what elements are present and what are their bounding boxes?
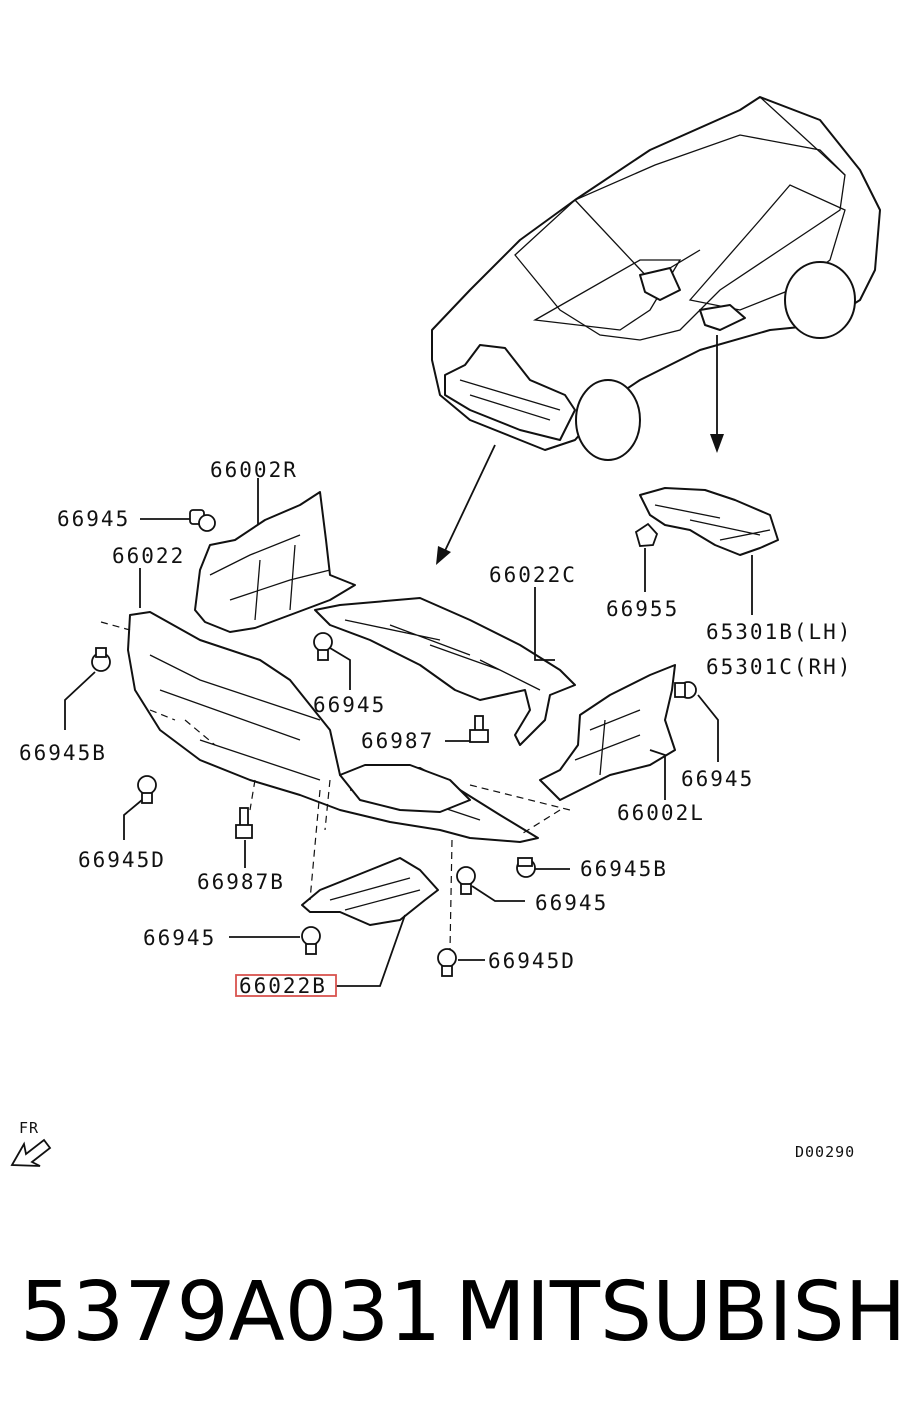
label-66022B: 66022B	[239, 974, 327, 998]
label-66945-b: 66945	[313, 693, 386, 717]
fastener-66987B	[235, 807, 253, 839]
fastener-66945D-left	[137, 775, 157, 804]
arrow-line-front	[442, 444, 496, 556]
fastener-66945B-right	[516, 857, 536, 878]
label-66987B: 66987B	[197, 870, 285, 894]
part-66022B-shape	[301, 857, 439, 926]
label-66022: 66022	[112, 544, 185, 568]
part-65301-shape	[639, 487, 779, 556]
fastener-66945-d	[456, 866, 476, 895]
label-66945B-left: 66945B	[19, 741, 107, 765]
direction-label: FR	[19, 1119, 39, 1137]
label-66002R: 66002R	[210, 458, 298, 482]
front-arrow-icon	[10, 1138, 52, 1167]
fastener-66945D-right	[437, 948, 457, 977]
label-66945D-right: 66945D	[488, 949, 576, 973]
label-66945D-left: 66945D	[78, 848, 166, 872]
part-66002L-shape	[539, 664, 676, 801]
label-66945B-right: 66945B	[580, 857, 668, 881]
car-illustration	[431, 96, 881, 461]
part-number: 5379A031	[20, 1265, 441, 1360]
diagram-code: D00290	[795, 1143, 855, 1161]
highlight-box	[235, 974, 337, 997]
label-65301C: 65301C(RH)	[706, 655, 852, 679]
label-66945-a: 66945	[57, 507, 130, 531]
fastener-66945-e	[301, 926, 321, 955]
fastener-66955	[634, 522, 659, 547]
label-65301B: 65301B(LH)	[706, 620, 852, 644]
fastener-66945B-left	[91, 647, 111, 672]
label-66945-e: 66945	[143, 926, 216, 950]
fastener-66987	[469, 715, 489, 743]
fastener-66945-c	[674, 681, 697, 699]
label-66002L: 66002L	[617, 801, 705, 825]
label-66955: 66955	[606, 597, 679, 621]
fastener-66945-b	[313, 632, 333, 661]
label-66987: 66987	[361, 729, 434, 753]
arrow-head-front	[436, 546, 451, 565]
part-66002R-shape	[194, 491, 356, 633]
brand-name: MITSUBISHI	[455, 1265, 909, 1360]
part-66022C-shape	[314, 597, 576, 746]
fastener-66945-a	[189, 509, 216, 532]
arrow-head-rear	[710, 434, 724, 453]
label-66945-c: 66945	[681, 767, 754, 791]
label-66945-d: 66945	[535, 891, 608, 915]
label-66022C: 66022C	[489, 563, 577, 587]
